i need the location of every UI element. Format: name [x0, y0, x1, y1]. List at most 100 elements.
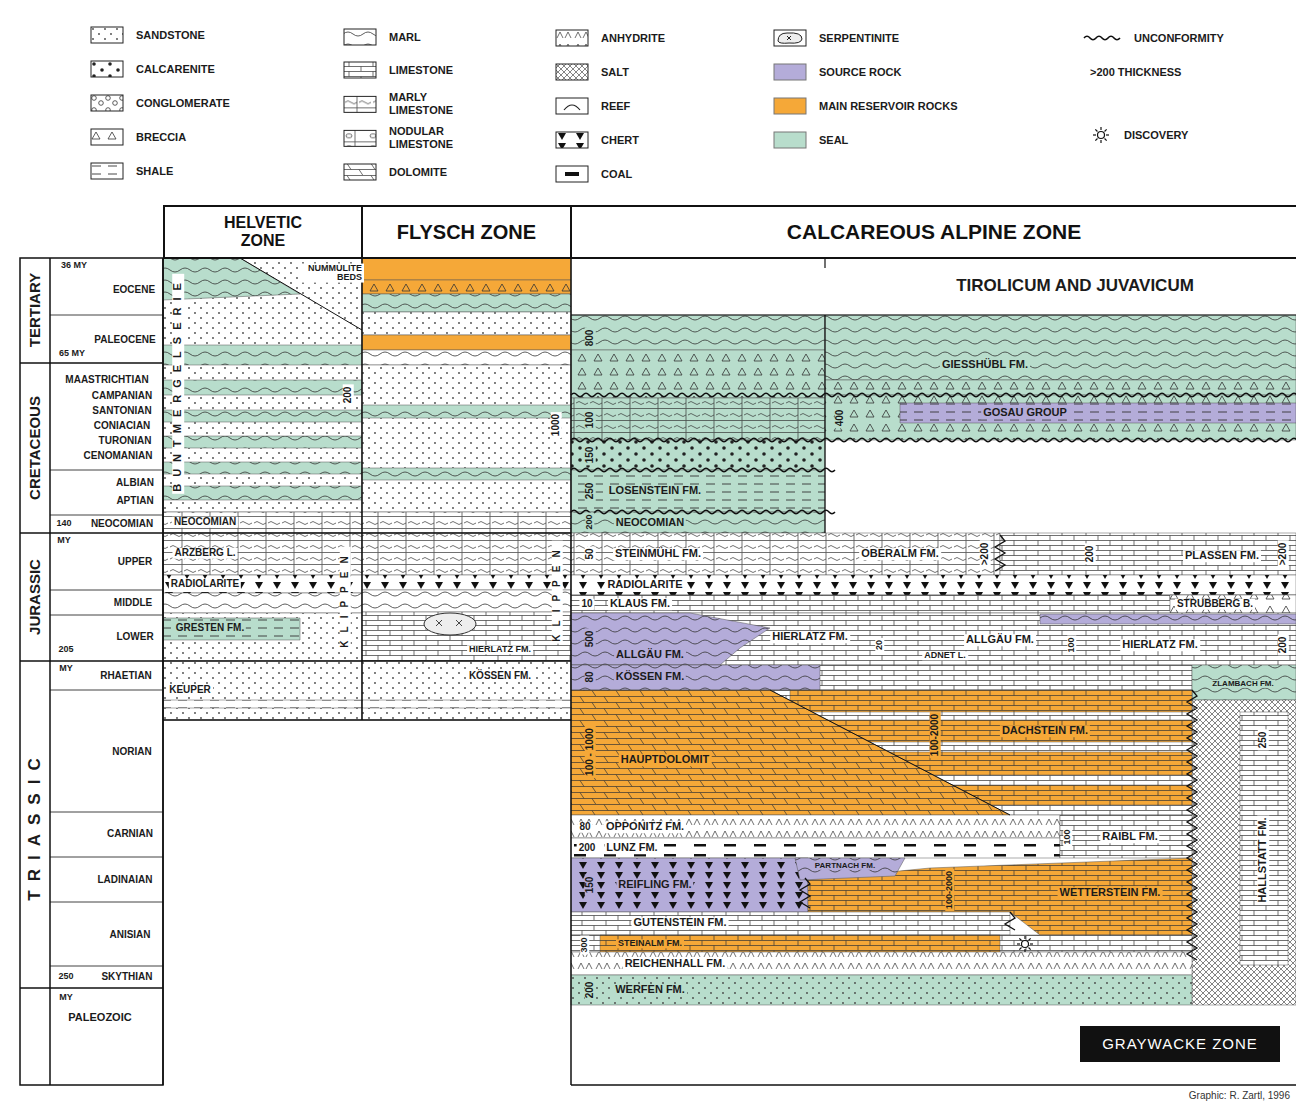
rock-unit — [362, 512, 571, 533]
rock-unit — [163, 380, 362, 395]
strata-label: 250 — [56, 972, 75, 981]
legend-label: CHERT — [601, 134, 639, 147]
rock-unit — [362, 312, 571, 335]
lithology-pattern — [362, 468, 571, 480]
rock-unit — [1192, 700, 1296, 1005]
rock-fill — [1040, 614, 1296, 624]
legend-entry: SOURCE ROCK — [773, 63, 902, 81]
lithology-pattern — [362, 575, 571, 590]
strata-label: GIESSHÜBL FM. — [940, 359, 1030, 371]
lithology-pattern — [571, 595, 1296, 613]
legend-label: UNCONFORMITY — [1134, 32, 1224, 45]
strata-graphic — [1093, 134, 1096, 135]
rock-unit — [571, 665, 1192, 690]
strata-label: TURONIAN — [97, 436, 154, 447]
strata-label: 100 — [585, 410, 596, 431]
strata-graphic — [50, 315, 163, 316]
legend-swatch — [1090, 126, 1112, 144]
strata-graphic — [91, 95, 123, 111]
lithology-pattern — [362, 533, 571, 575]
legend-label: MAIN RESERVOIR ROCKS — [819, 100, 958, 113]
legend-entry: MARLY LIMESTONE — [343, 91, 469, 116]
rock-unit — [825, 380, 1296, 395]
strata-label: NUMMULITE BEDS — [302, 264, 364, 283]
rock-unit — [163, 575, 362, 593]
legend-label: SANDSTONE — [136, 29, 205, 42]
strata-label: PARTNACH FM. — [813, 862, 877, 870]
rock-fill — [571, 935, 1192, 952]
rock-fill — [163, 380, 362, 395]
strata-graphic — [1024, 936, 1025, 939]
strata-label: TRIASSIC — [26, 747, 44, 902]
rock-unit — [362, 700, 571, 708]
strata-label: KÖSSEN FM. — [467, 671, 533, 682]
rock-fill — [900, 403, 1296, 423]
rock-unit — [900, 403, 1296, 423]
rock-unit — [163, 533, 362, 575]
rock-unit — [163, 512, 362, 533]
rock-unit — [1170, 595, 1296, 613]
rock-fill — [571, 665, 1192, 690]
rock-fill — [362, 335, 571, 350]
strata-label: KLIPPEN — [552, 540, 563, 643]
strata-label: 200 — [1085, 544, 1096, 565]
strata-graphic — [91, 61, 123, 77]
rock-fill — [163, 533, 362, 575]
strata-graphic — [1095, 129, 1097, 131]
rock-unit — [571, 470, 825, 512]
rock-fill — [362, 661, 571, 720]
lithology-pattern — [163, 436, 362, 448]
strata-graphic — [824, 258, 825, 268]
legend-entry: MAIN RESERVOIR ROCKS — [773, 97, 958, 115]
lithology-pattern — [163, 575, 362, 593]
strata-label: NEOCOMIAN — [89, 519, 155, 530]
strata-graphic — [565, 172, 579, 176]
rock-fill — [163, 613, 362, 661]
rock-fill — [163, 410, 362, 422]
strata-label: MY — [57, 664, 75, 673]
strata-label: DACHSTEIN FM. — [1000, 725, 1090, 737]
rock-fill — [571, 613, 1296, 665]
strata-label: 100 - 1000 — [585, 726, 596, 778]
rock-fill — [571, 912, 1010, 935]
lithology-pattern — [571, 665, 1192, 690]
strata-label: OBERALM FM. — [859, 548, 941, 560]
strata-graphic — [436, 620, 462, 626]
strata-label: PALEOZOIC — [66, 1012, 133, 1024]
strata-label: HIERLATZ FM. — [1120, 639, 1200, 651]
strata-label: 50 — [585, 546, 596, 561]
lithology-pattern — [795, 858, 905, 880]
rock-unit — [571, 935, 1192, 952]
strata-label: APTIAN — [114, 496, 155, 507]
lithology-pattern — [362, 312, 571, 335]
legend-entry: NODULAR LIMESTONE — [343, 125, 469, 150]
strata-graphic — [556, 64, 588, 80]
strata-graphic — [1029, 948, 1031, 950]
rock-fill — [1192, 700, 1296, 1005]
rock-fill — [163, 700, 362, 708]
strata-graphic — [50, 966, 163, 967]
lithology-pattern — [571, 952, 1192, 975]
rock-unit — [163, 486, 362, 500]
legend-label: COAL — [601, 168, 632, 181]
strata-label: ALLGÄU FM. — [964, 634, 1036, 646]
strata-label: 20 — [875, 638, 884, 652]
strata-label: ADNET L. — [922, 651, 968, 660]
rock-fill — [571, 350, 825, 398]
strata-graphic — [1098, 132, 1105, 139]
rock-unit — [362, 365, 571, 512]
rock-unit — [571, 575, 1296, 595]
rock-fill — [163, 258, 362, 512]
strata-graphic — [1093, 127, 1109, 143]
lithology-pattern — [1192, 665, 1296, 700]
legend-swatch — [343, 129, 377, 147]
strata-label: 500 — [585, 629, 596, 650]
strata-graphic — [20, 532, 163, 534]
strata-label: 800 — [585, 328, 596, 349]
strata-label: KLIPPEN — [340, 546, 351, 649]
strata-label: 300 — [580, 935, 589, 954]
strata-graphic — [824, 315, 825, 533]
legend-label: MARL — [389, 31, 421, 44]
strata-label: NEOCOMIAN — [614, 517, 686, 529]
lithology-pattern — [362, 294, 571, 312]
